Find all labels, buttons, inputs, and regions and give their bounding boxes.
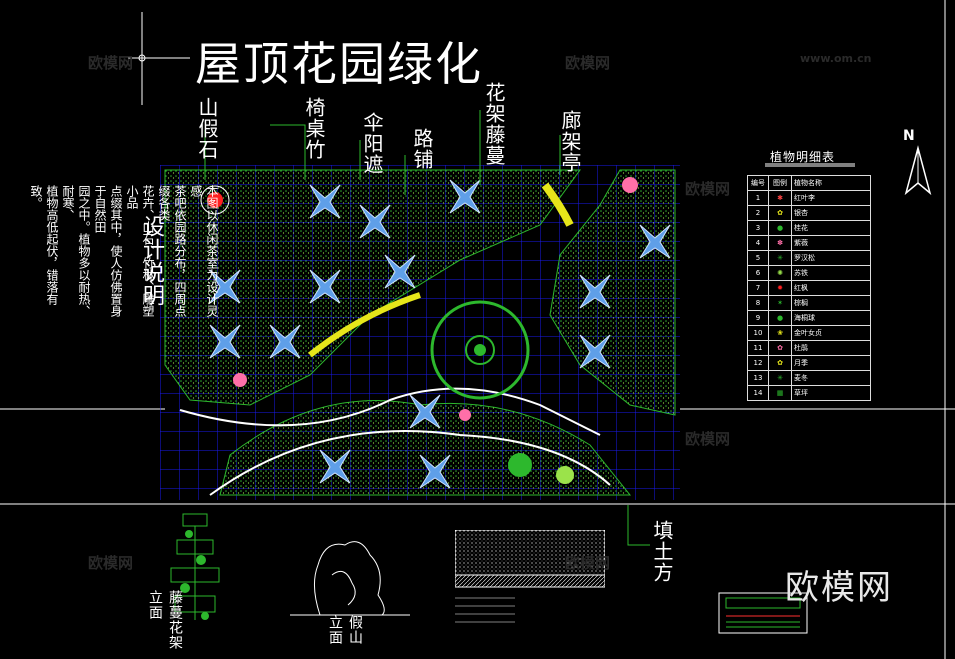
- legend-header-no: 编号: [747, 175, 769, 191]
- legend-name: 海桐球: [791, 310, 871, 326]
- legend-row: 5✳罗汉松: [747, 250, 871, 266]
- plant-symbol-icon: ✳: [768, 250, 792, 266]
- legend-name: 紫薇: [791, 235, 871, 251]
- legend-no: 5: [747, 250, 769, 266]
- legend-name: 金叶女贞: [791, 325, 871, 341]
- plant-symbol-icon: ✳: [768, 370, 792, 386]
- legend-row: 8✶棕榈: [747, 295, 871, 311]
- rockery-elevation: [290, 541, 410, 616]
- label-pavilion-vine: 花架藤蔓: [482, 82, 506, 166]
- watermark-url: www.om.cn: [800, 52, 872, 65]
- legend-header-name: 植物名称: [791, 175, 871, 191]
- legend-name: 红枫: [791, 280, 871, 296]
- legend-no: 4: [747, 235, 769, 251]
- legend-name: 草坪: [791, 385, 871, 401]
- legend-no: 12: [747, 355, 769, 371]
- watermark: 欧模网: [88, 54, 134, 72]
- plant-symbol-icon: ▦: [768, 385, 792, 401]
- legend-header-symbol: 图例: [768, 175, 792, 191]
- design-note-body: 本图以休闲茶室为设计灵感 茶吧依园路分布，四周点缀各类 花卉、山石、竹林、雕塑小…: [28, 185, 220, 325]
- legend-name: 杜鹃: [791, 340, 871, 356]
- plant-legend-table: 编号 图例 植物名称 1✱红叶李 2✿银杏 3●桂花 4✽紫薇 5✳罗汉松 6✺…: [747, 175, 871, 401]
- brand-watermark: 欧模网: [785, 568, 893, 608]
- legend-row: 6✺苏铁: [747, 265, 871, 281]
- legend-no: 1: [747, 190, 769, 206]
- plant-symbol-icon: ✹: [768, 280, 792, 296]
- north-label: N: [903, 128, 915, 144]
- label-corridor: 廊架亭: [558, 110, 582, 173]
- legend-row: 11✿杜鹃: [747, 340, 871, 356]
- legend-no: 11: [747, 340, 769, 356]
- design-note-heading: 设计说明: [139, 215, 164, 307]
- label-rockery: 山假石: [195, 97, 219, 160]
- legend-no: 2: [747, 205, 769, 221]
- plant-symbol-icon: ✶: [768, 295, 792, 311]
- legend-name: 红叶李: [791, 190, 871, 206]
- plant-symbol-icon: ✱: [768, 190, 792, 206]
- north-arrow-icon: [904, 145, 932, 196]
- plant-symbol-icon: ✿: [768, 205, 792, 221]
- legend-no: 7: [747, 280, 769, 296]
- legend-row: 14▦草坪: [747, 385, 871, 401]
- legend-row: 9●海桐球: [747, 310, 871, 326]
- garden-plan: [160, 165, 680, 500]
- legend-no: 13: [747, 370, 769, 386]
- legend-row: 7✹红枫: [747, 280, 871, 296]
- watermark: 欧模网: [565, 554, 611, 572]
- label-fill-soil: 填土方: [650, 520, 674, 583]
- label-umbrella: 伞阳遮: [360, 112, 384, 175]
- design-note-line: 植物高低起伏，错落有致。: [29, 185, 59, 305]
- watermark: 欧模网: [565, 54, 611, 72]
- legend-no: 14: [747, 385, 769, 401]
- design-note-line: 园之中。植物多以耐热、耐寒、: [61, 185, 91, 317]
- label-vine-elevation: 藤蔓花架立面: [147, 590, 183, 650]
- legend-no: 8: [747, 295, 769, 311]
- legend-underline: [765, 163, 855, 167]
- plant-symbol-icon: ✽: [768, 235, 792, 251]
- legend-title: 植物明细表: [770, 150, 836, 164]
- legend-row: 4✽紫薇: [747, 235, 871, 251]
- design-note-line: 茶吧依园路分布，四周点缀各类: [157, 185, 187, 317]
- legend-no: 10: [747, 325, 769, 341]
- title-block: [718, 592, 808, 634]
- label-rockery-elevation: 假山立面: [327, 615, 363, 645]
- plant-symbol-icon: ❀: [768, 325, 792, 341]
- legend-name: 苏铁: [791, 265, 871, 281]
- watermark: 欧模网: [685, 430, 731, 448]
- watermark: 欧模网: [685, 180, 731, 198]
- soil-section-detail: [455, 530, 605, 623]
- legend-row: 2✿银杏: [747, 205, 871, 221]
- legend-name: 罗汉松: [791, 250, 871, 266]
- legend-name: 麦冬: [791, 370, 871, 386]
- label-pavement: 路铺: [410, 128, 434, 170]
- legend-name: 棕榈: [791, 295, 871, 311]
- legend-row: 10❀金叶女贞: [747, 325, 871, 341]
- design-note-line: 本图以休闲茶室为设计灵感: [189, 185, 219, 317]
- design-note-line: 点缀其中，使人仿佛置身于自然田: [93, 185, 123, 317]
- plant-symbol-icon: ✿: [768, 340, 792, 356]
- legend-no: 9: [747, 310, 769, 326]
- legend-name: 桂花: [791, 220, 871, 236]
- legend-row: 3●桂花: [747, 220, 871, 236]
- watermark: 欧模网: [88, 554, 134, 572]
- legend-row: 1✱红叶李: [747, 190, 871, 206]
- plant-symbol-icon: ✺: [768, 265, 792, 281]
- legend-header-row: 编号 图例 植物名称: [747, 175, 871, 191]
- legend-row: 13✳麦冬: [747, 370, 871, 386]
- plant-symbol-icon: ●: [768, 220, 792, 236]
- drawing-title: 屋顶花园绿化: [195, 37, 483, 91]
- design-note-line: 花卉、山石、竹林、雕塑小品: [125, 185, 155, 317]
- legend-row: 12✿月季: [747, 355, 871, 371]
- legend-no: 6: [747, 265, 769, 281]
- plant-symbol-icon: ✿: [768, 355, 792, 371]
- vine-trellis-elevation: [170, 513, 220, 620]
- plant-symbol-icon: ●: [768, 310, 792, 326]
- legend-name: 银杏: [791, 205, 871, 221]
- legend-no: 3: [747, 220, 769, 236]
- label-bench-bamboo: 椅桌竹: [302, 97, 326, 160]
- legend-name: 月季: [791, 355, 871, 371]
